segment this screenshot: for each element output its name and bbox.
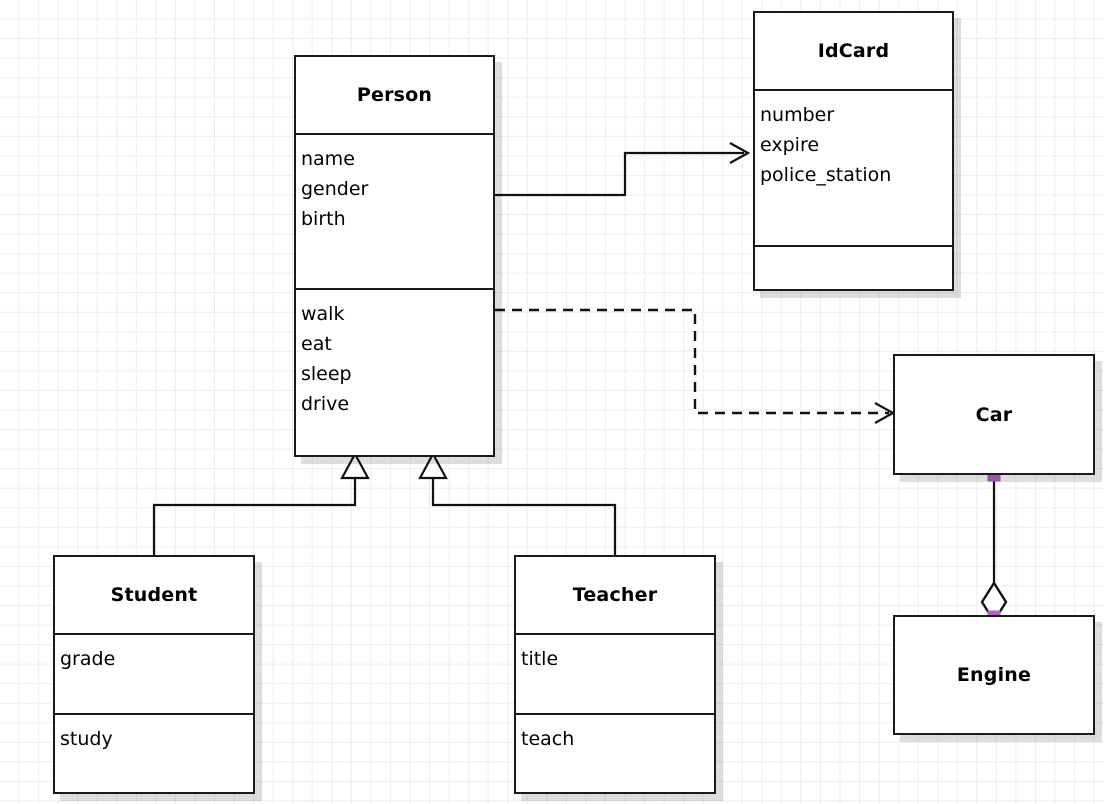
- class-student[interactable]: Student grade study: [53, 555, 255, 794]
- class-student-operations: study: [55, 713, 253, 792]
- attribute: number: [760, 104, 835, 126]
- class-person-operations: walk eat sleep drive: [296, 288, 493, 455]
- class-person[interactable]: Person name gender birth walk eat sleep …: [294, 55, 495, 457]
- class-person-attributes: name gender birth: [296, 133, 493, 288]
- attribute: gender: [301, 178, 369, 200]
- class-engine[interactable]: Engine: [893, 615, 1095, 735]
- class-car[interactable]: Car: [893, 354, 1095, 475]
- operation: walk: [301, 303, 345, 325]
- class-car-name: Car: [975, 403, 1013, 426]
- class-student-attributes: grade: [55, 633, 253, 713]
- attribute: birth: [301, 208, 346, 230]
- operation: sleep: [301, 363, 352, 385]
- attribute: grade: [60, 648, 116, 670]
- operation: teach: [521, 728, 575, 750]
- attribute: name: [301, 148, 355, 170]
- class-idcard-name: IdCard: [817, 40, 890, 62]
- operation: eat: [301, 333, 332, 355]
- operation: study: [60, 728, 113, 750]
- class-person-name: Person: [356, 84, 433, 106]
- class-teacher[interactable]: Teacher title teach: [514, 555, 716, 794]
- edge-car-engine[interactable]: [980, 475, 1008, 624]
- attribute: police_station: [760, 164, 892, 186]
- edge-person-car[interactable]: [495, 308, 896, 424]
- edge-person-idcard[interactable]: [493, 142, 751, 197]
- operation: drive: [301, 393, 350, 415]
- class-teacher-attributes: title: [516, 633, 714, 713]
- attribute: expire: [760, 134, 820, 156]
- class-teacher-name: Teacher: [572, 584, 658, 606]
- class-student-name: Student: [110, 584, 198, 606]
- class-idcard-attributes: number expire police_station: [755, 89, 952, 245]
- attribute: title: [521, 648, 559, 670]
- edge-teacher-person[interactable]: [418, 451, 617, 555]
- class-engine-name: Engine: [956, 664, 1032, 686]
- class-idcard-operations: [755, 245, 952, 289]
- class-idcard[interactable]: IdCard number expire police_station: [753, 11, 954, 291]
- class-teacher-operations: teach: [516, 713, 714, 792]
- edge-student-person[interactable]: [152, 451, 370, 555]
